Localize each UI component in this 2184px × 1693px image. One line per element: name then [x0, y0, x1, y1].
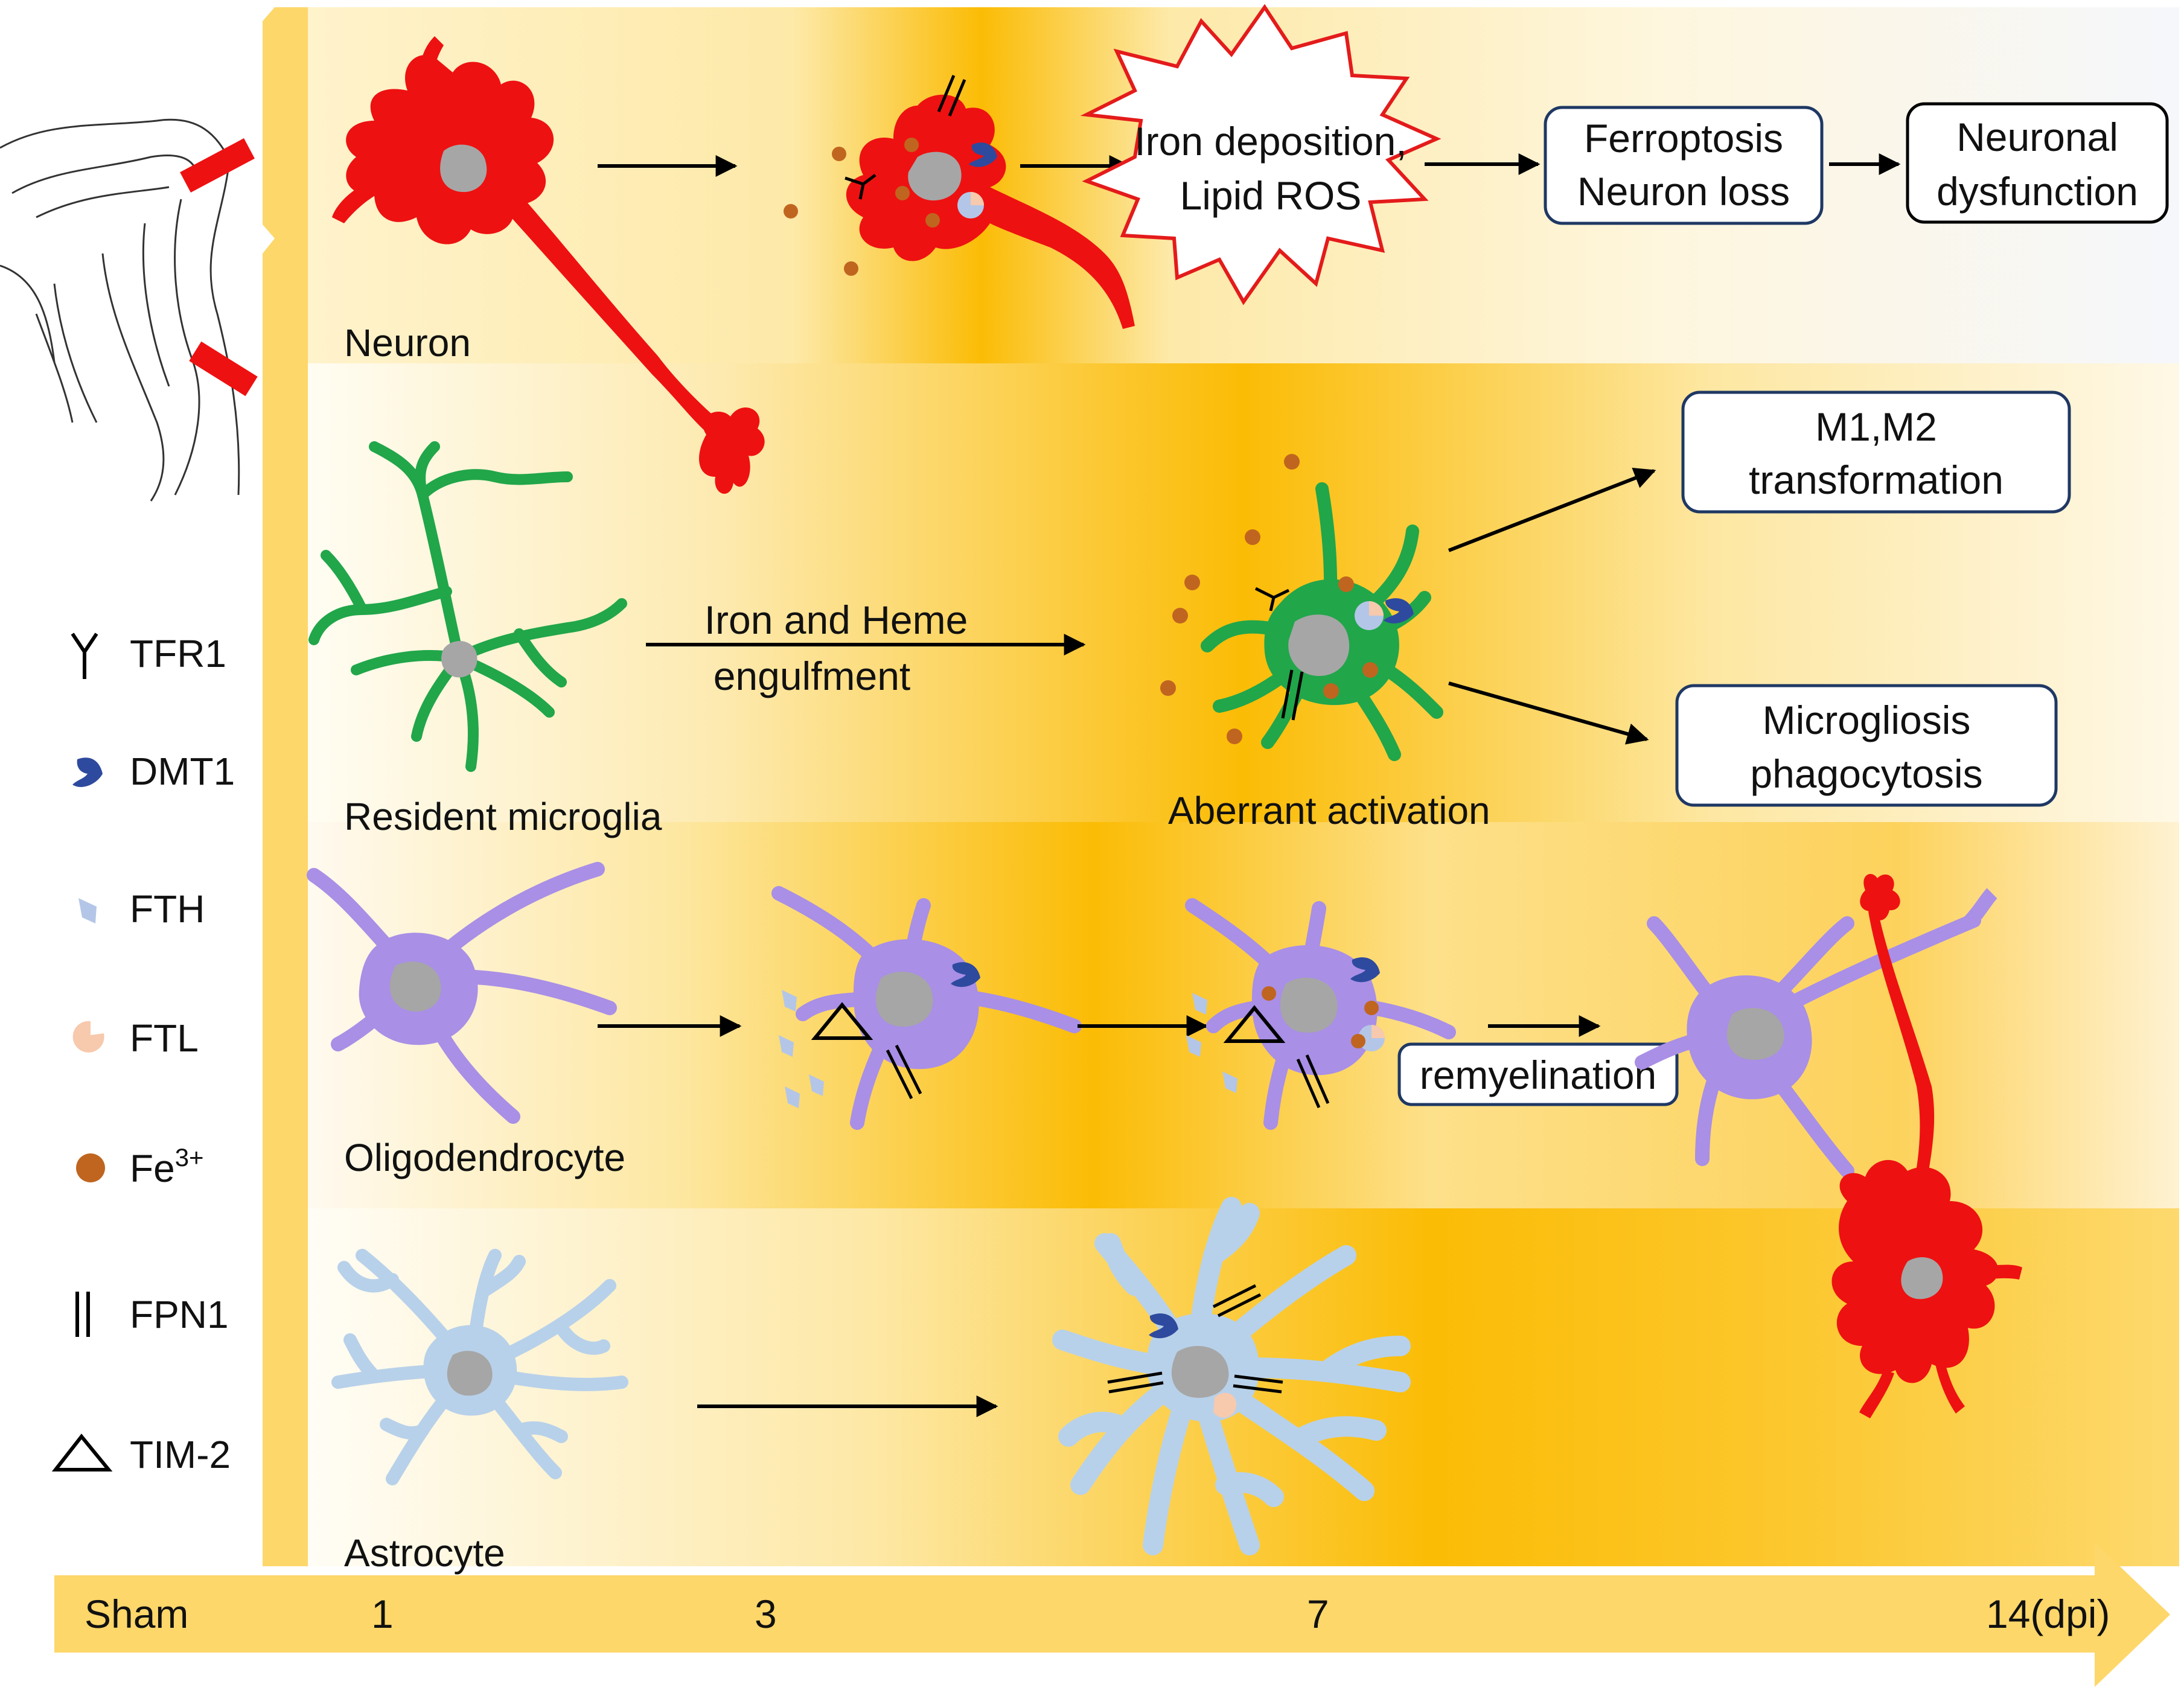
iron-deposition-burst: Iron deposition, Lipid ROS	[1080, 4, 1442, 305]
dysfunction-text-line1: Neuronal	[1956, 115, 2118, 159]
astrocyte-label: Astrocyte	[344, 1531, 505, 1575]
microgliosis-text-line2: phagocytosis	[1750, 751, 1982, 796]
astrocyte-reactive-cell	[1052, 1197, 1411, 1555]
timeline-arrow	[54, 1542, 2170, 1687]
legend-label-ftl: FTL	[130, 1016, 199, 1060]
neuronal-dysfunction-box: Neuronal dysfunction	[1906, 102, 2169, 224]
m1m2-text-line1: M1,M2	[1815, 404, 1937, 449]
lesion-marker-upper	[180, 138, 255, 193]
neuron-day3-cell	[784, 75, 1135, 329]
neuron-day14-nucleus	[1901, 1257, 1943, 1299]
burst-text-line1: Iron deposition,	[1134, 119, 1407, 164]
remyelination-box: remyelination	[1397, 1042, 1679, 1106]
microglia-resting-cell	[308, 441, 627, 772]
timeline-tick-3: 3	[755, 1592, 777, 1636]
legend-label-fpn1: FPN1	[130, 1293, 229, 1336]
engulfment-text-line2: engulfment	[714, 654, 911, 698]
tfr1-icon	[71, 633, 98, 679]
oligodendrocyte-sham-cell	[307, 862, 617, 1124]
m1m2-box: M1,M2 transformation	[1681, 391, 2071, 514]
microglia-resting-nucleus	[441, 641, 477, 678]
timeline-tick-7: 7	[1307, 1592, 1329, 1636]
ftl-icon	[72, 1021, 104, 1053]
oligodendrocyte-day14-cell	[1635, 888, 1997, 1178]
microglia-activated-cell	[1160, 454, 1443, 761]
microgliosis-box: Microgliosis phagocytosis	[1675, 684, 2058, 807]
burst-text-line2: Lipid ROS	[1180, 173, 1362, 218]
legend: TFR1 DMT1 FTH FTL Fe3+ FPN1 TIM-2	[51, 632, 235, 1476]
astrocyte-sham-cell	[331, 1249, 628, 1485]
oligodendrocyte-day7-cell	[1185, 898, 1456, 1130]
microgliosis-text-line1: Microgliosis	[1763, 698, 1971, 742]
engulfment-text-line1: Iron and Heme	[704, 598, 968, 642]
legend-label-dmt1: DMT1	[130, 750, 235, 793]
ferroptosis-box: Ferroptosis Neuron loss	[1544, 106, 1824, 225]
timeline-tick-sham: Sham	[85, 1592, 188, 1636]
neuron-sham-nucleus	[440, 144, 487, 193]
aberrant-activation-label: Aberrant activation	[1168, 789, 1490, 832]
timeline-tick-14: 14(dpi)	[1986, 1592, 2110, 1636]
timeline-tick-1: 1	[371, 1592, 394, 1636]
oligodendrocyte-day3-cell	[771, 886, 1082, 1130]
microgliosis-arrow	[1448, 681, 1649, 745]
dysfunction-text-line2: dysfunction	[1937, 169, 2138, 214]
m1m2-text-line2: transformation	[1749, 458, 2004, 502]
remyelination-text: remyelination	[1420, 1053, 1657, 1097]
ferroptosis-text-line1: Ferroptosis	[1584, 116, 1783, 161]
fpn1-icon	[75, 1292, 90, 1337]
engulfment-arrow: Iron and Heme engulfment	[646, 598, 1086, 698]
microglia-label: Resident microglia	[344, 795, 662, 838]
legend-label-tfr1: TFR1	[130, 632, 226, 675]
ferroptosis-text-line2: Neuron loss	[1577, 169, 1790, 214]
legend-label-fe3: Fe3+	[130, 1143, 204, 1190]
vertical-timeline-bar	[263, 7, 308, 1566]
fth-icon	[78, 898, 97, 923]
lesion-marker-lower	[189, 341, 258, 397]
oligodendrocyte-label: Oligodendrocyte	[344, 1136, 625, 1179]
legend-label-fth: FTH	[130, 887, 205, 931]
dmt1-icon	[72, 757, 103, 787]
fe3-icon	[76, 1153, 105, 1182]
legend-label-tim2: TIM-2	[130, 1433, 231, 1476]
neuron-label: Neuron	[344, 321, 471, 365]
m1m2-arrow	[1448, 467, 1656, 552]
tim2-icon	[51, 1433, 113, 1471]
